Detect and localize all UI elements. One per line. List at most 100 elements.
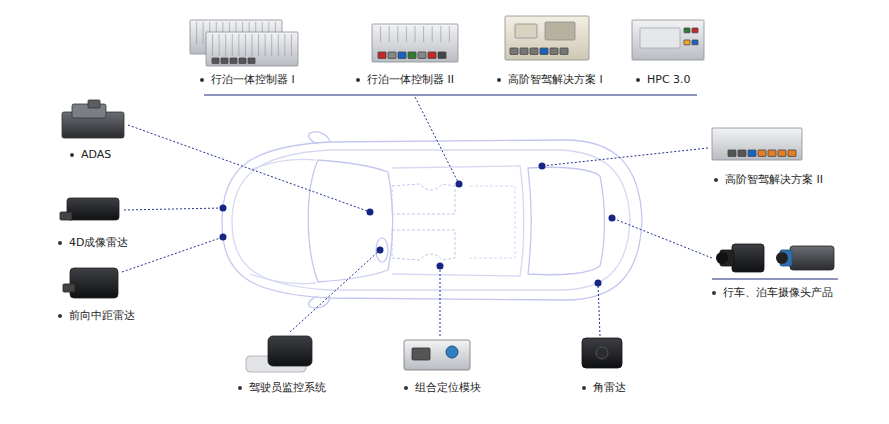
radar-image [63,268,118,298]
label-text: 组合定位模块 [415,381,481,395]
leader-line [415,97,459,184]
illustration-part [528,167,605,274]
illustration-part [768,150,776,156]
label-text: 行泊一体控制器 II [367,73,454,87]
illustration-part [712,128,802,160]
illustration-part [88,100,100,108]
illustration-part [684,40,690,45]
bullet-dot [200,78,204,82]
label-text: 行车、泊车摄像头产品 [723,286,833,300]
illustration-part [291,34,292,56]
illustration-part [790,246,834,270]
product-label: 前向中距雷达 [58,309,135,323]
illustration-part [250,274,316,284]
product-label: 行泊一体控制器 I [200,73,295,87]
illustration-part [412,348,430,360]
radar-image [60,198,119,220]
leader-line [598,283,600,336]
driver-monitor-image [246,336,312,372]
illustration-part [446,346,458,358]
illustration-part [510,48,518,54]
illustration-part [271,34,272,56]
illustration-part [428,52,436,58]
illustration-part [423,26,424,42]
illustration-part [404,340,470,370]
product-label: 角雷达 [582,381,626,395]
illustration-part [309,296,330,308]
illustration-part [67,198,119,220]
illustration-part [470,186,515,258]
illustration-part [550,48,558,54]
leader-line [290,250,380,332]
bullet-dot [712,291,716,295]
bullet-dot [58,241,62,245]
product-label: 4D成像雷达 [58,236,128,250]
bullet-dot [70,153,74,157]
illustration-part [389,26,390,42]
mount-point [437,263,444,270]
illustration-part [684,28,690,33]
illustration-part [239,58,246,64]
illustration-part [716,252,728,264]
illustration-part [778,150,786,156]
mount-point [609,215,616,222]
illustration-part [582,338,622,368]
illustration-part [245,34,246,56]
product-label: 高阶智驾解决方案 II [714,173,823,187]
illustration-part [219,34,220,56]
illustration-part [692,40,698,45]
bullet-dot [636,78,640,82]
illustration-part [388,52,396,58]
illustration-part [732,244,764,272]
bullet-dot [58,314,62,318]
leader-line [122,237,223,272]
label-text: 高阶智驾解决方案 II [725,173,823,187]
illustration-part [640,28,680,48]
illustration-part [380,26,381,42]
illustration-part [60,212,72,220]
illustration-part [418,52,426,58]
illustration-part [397,26,398,42]
bullet-dot [582,386,586,390]
group-separator [712,279,838,280]
mount-points [220,163,616,287]
illustration-part [505,16,589,60]
illustration-part [378,52,386,58]
illustration-part [776,252,788,264]
mount-point [456,181,463,188]
illustration-part [520,48,528,54]
illustration-part [250,159,316,170]
illustration-part [692,28,698,33]
controller-image [372,24,458,62]
mount-point [220,205,227,212]
illustration-part [284,34,285,56]
label-text: 高阶智驾解决方案 I [508,73,603,87]
label-text: HPC 3.0 [647,73,691,87]
mount-point [367,209,374,216]
illustration-part [212,34,213,56]
illustration-part [632,20,704,60]
product-label: 行车、泊车摄像头产品 [712,286,833,300]
bullet-dot [356,78,360,82]
leader-line [542,148,708,166]
illustration-part [758,150,766,156]
illustration-part [788,150,796,156]
label-text: 行泊一体控制器 I [211,73,295,87]
illustration-part [540,48,548,54]
illustration-part [392,230,455,260]
leader-line [124,208,223,210]
product-label: 驾驶员监控系统 [238,381,326,395]
illustration-part [206,32,298,66]
controller-image [190,20,298,66]
illustration-part [415,26,416,42]
illustration-part [392,166,524,276]
product-label: 行泊一体控制器 II [356,73,454,87]
adas-image [62,100,124,138]
steering-wheel [376,238,388,262]
mount-point [539,163,546,170]
illustration-part [225,34,226,56]
illustration-part [406,26,407,42]
illustration-part [408,52,416,58]
illustration-part [70,268,118,298]
